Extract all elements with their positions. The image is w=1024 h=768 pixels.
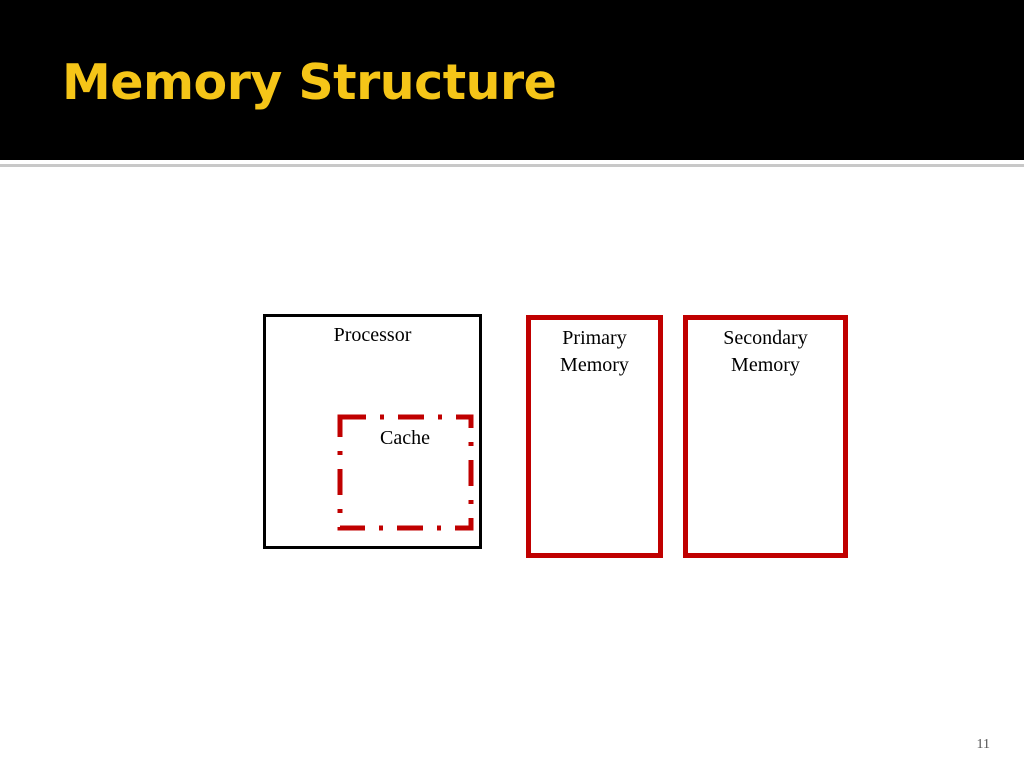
secondary-memory-box [683,315,848,558]
cache-label: Cache [380,427,430,449]
secondary-memory-label-line1: Secondary [723,327,808,349]
processor-box [263,314,482,549]
primary-memory-label-line2: Memory [560,354,629,376]
page-number: 11 [976,737,990,752]
cache-box [337,414,474,531]
slide-title: Memory Structure [62,54,557,111]
title-bar: Memory Structure [0,0,1024,160]
processor-label: Processor [333,324,412,346]
primary-memory-box [526,315,663,558]
secondary-memory-label-line2: Memory [731,354,800,376]
title-divider [0,164,1024,167]
primary-memory-label-line1: Primary [562,327,627,349]
